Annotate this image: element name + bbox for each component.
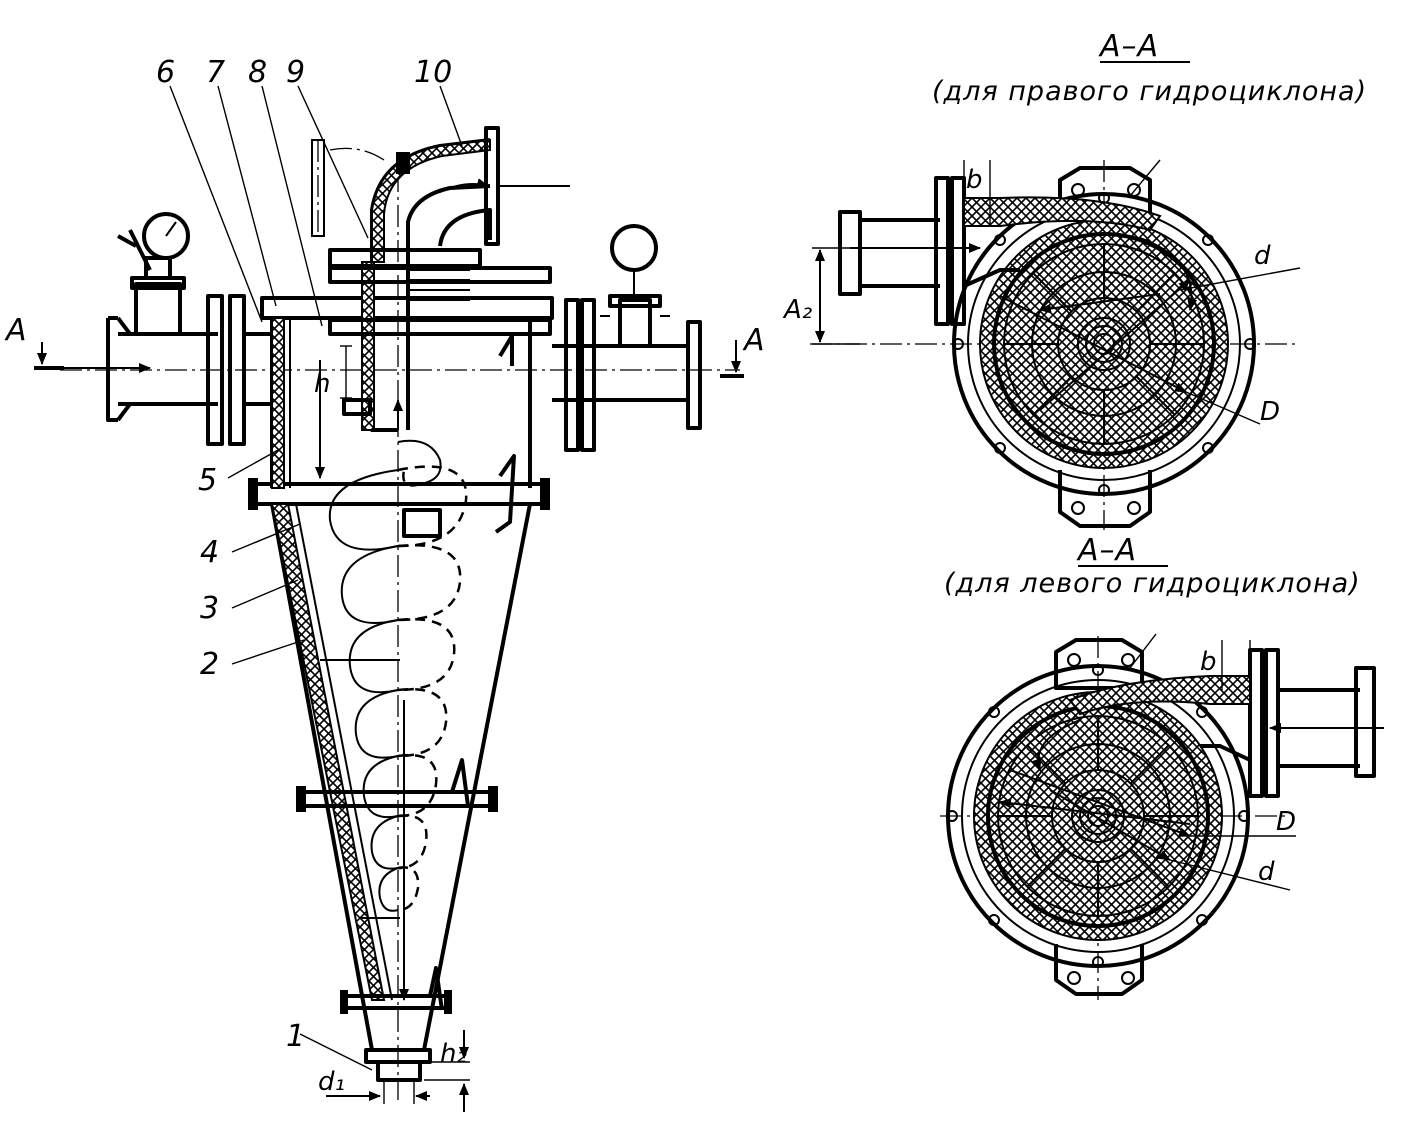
dim-h2-label: h₂ — [440, 1039, 467, 1069]
vortex-spiral — [328, 398, 468, 912]
dimensions — [326, 345, 470, 1112]
section-right-dim-b: b — [966, 165, 983, 195]
section-right-dim-d: d — [1254, 241, 1271, 271]
section-left-dim-D: D — [1276, 807, 1296, 837]
apex-nozzle — [376, 1062, 422, 1082]
part-9-label: 9 — [286, 55, 305, 90]
main-elevation-view — [34, 85, 744, 1112]
part-6-label: 6 — [156, 55, 175, 90]
part-3-label: 3 — [200, 591, 219, 626]
section-right-caption: (для правого гидроциклона) — [932, 76, 1367, 107]
section-left-dim-b: b — [1200, 647, 1217, 677]
cylinder-body — [250, 296, 554, 506]
section-right-dim-D: D — [1260, 397, 1280, 427]
part-1-label: 1 — [286, 1019, 305, 1054]
part-8-label: 8 — [248, 55, 267, 90]
section-mark-left: A — [4, 313, 27, 348]
right-pipe — [552, 224, 744, 452]
part-2-label: 2 — [200, 647, 219, 682]
overflow-elbow — [311, 126, 570, 268]
flow-arrows — [315, 360, 409, 1001]
section-right-dim-A2: A₂ — [782, 295, 812, 325]
part-7-label: 7 — [206, 55, 225, 90]
dim-d1-label: d₁ — [318, 1067, 345, 1097]
text-labels: 6 7 8 9 10 5 4 3 2 1 A A h h₂ d₁ А–А (дл… — [4, 29, 1367, 1097]
section-right-title: А–А — [1098, 29, 1159, 64]
section-mark-right: A — [742, 323, 765, 358]
section-right-hydrocyclone — [810, 159, 1301, 530]
section-left-hydrocyclone — [940, 633, 1384, 1000]
part-4-label: 4 — [200, 535, 219, 570]
part-leaders — [169, 85, 463, 1071]
section-left-caption: (для левого гидроциклона) — [944, 568, 1361, 599]
vortex-finder — [328, 261, 552, 432]
section-left-dim-d: d — [1258, 857, 1275, 887]
part-5-label: 5 — [198, 463, 217, 498]
part-10-label: 10 — [414, 55, 452, 90]
section-left-title: А–А — [1076, 533, 1137, 568]
dim-h-label: h — [314, 369, 330, 399]
feed-inlet-pipe — [60, 212, 272, 446]
cone-body — [248, 334, 550, 1064]
